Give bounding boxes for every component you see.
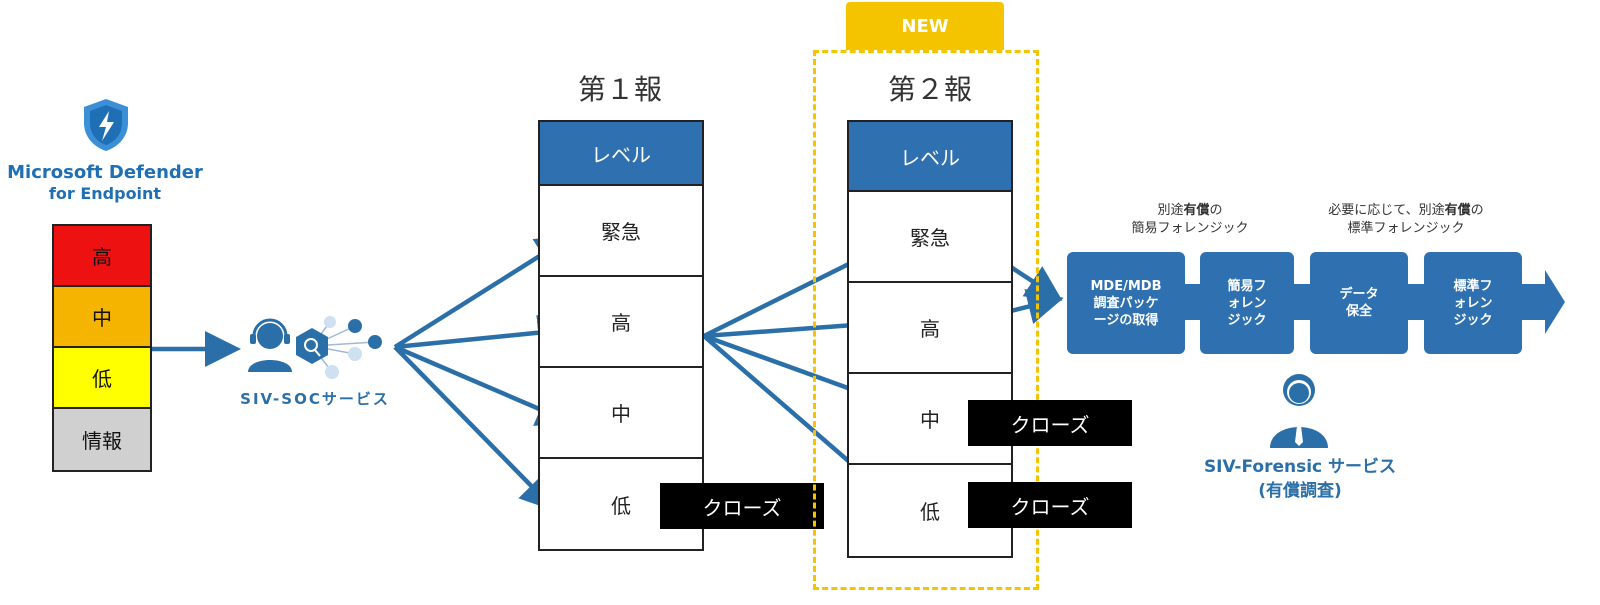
severity-label: 情報 bbox=[82, 429, 122, 453]
soc-operator-icon bbox=[248, 316, 382, 379]
forensic-step-standard: 標準フォレンジック bbox=[1424, 252, 1522, 354]
note-line2: 簡易フォレンジック bbox=[1131, 221, 1249, 236]
note-text: 必要に応じて、別途 bbox=[1328, 203, 1445, 218]
defender-title-line2: for Endpoint bbox=[48, 184, 162, 203]
step-line: ォレン bbox=[1453, 295, 1493, 311]
forensic-step-preserve: データ保全 bbox=[1310, 252, 1408, 354]
report2-row-high: 高 bbox=[849, 283, 1011, 374]
step-line: 標準フ bbox=[1453, 278, 1493, 294]
report1-header: レベル bbox=[540, 122, 702, 186]
report2-row-low: 低 bbox=[920, 500, 940, 524]
step-line: ジック bbox=[1227, 312, 1267, 328]
note-bold: 有償 bbox=[1444, 203, 1471, 218]
severity-info: 情報 bbox=[54, 409, 150, 470]
forensic-note-simple: 別途有償の 簡易フォレンジック bbox=[1090, 202, 1290, 238]
new-dashed-frame bbox=[813, 50, 1039, 590]
step-line: 簡易フ bbox=[1227, 278, 1267, 294]
step-line: ォレン bbox=[1227, 295, 1267, 311]
step-line: 保全 bbox=[1345, 304, 1372, 319]
report1-row-urgent: 緊急 bbox=[540, 186, 702, 277]
defender-title-line1: Microsoft Defender bbox=[7, 162, 203, 183]
report1-title: 第１報 bbox=[577, 73, 662, 106]
new-badge: NEW bbox=[846, 2, 1004, 50]
note-text: 別途 bbox=[1157, 203, 1184, 218]
analyst-person-icon bbox=[1270, 374, 1328, 448]
forensic-step-simple: 簡易フォレンジック bbox=[1200, 252, 1294, 354]
soc-service-label: SIV-SOCサービス bbox=[240, 390, 390, 408]
report2-close-box-low: クローズ bbox=[968, 482, 1132, 528]
severity-low: 低 bbox=[54, 348, 150, 409]
report1-close-box: クローズ bbox=[660, 483, 824, 529]
severity-label: 高 bbox=[92, 245, 112, 269]
step-line: 調査パッケ bbox=[1093, 295, 1159, 311]
arrow-soc-to-r1-low bbox=[393, 345, 557, 512]
report1-row-high: 高 bbox=[540, 277, 702, 368]
forensic-service-line2: (有償調査) bbox=[1258, 481, 1342, 501]
forensic-note-standard: 必要に応じて、別途有償の 標準フォレンジック bbox=[1306, 202, 1506, 238]
forensic-service-line1: SIV-Forensic サービス bbox=[1203, 457, 1397, 477]
report2-row-mid: 中 bbox=[849, 374, 1011, 465]
report2-row-urgent: 緊急 bbox=[849, 192, 1011, 283]
step-line: MDE/MDB bbox=[1090, 278, 1162, 294]
note-text: の bbox=[1470, 203, 1484, 218]
step-line: ジック bbox=[1453, 312, 1493, 328]
step-line: ージの取得 bbox=[1093, 312, 1159, 328]
severity-medium: 中 bbox=[54, 287, 150, 348]
step-line: データ bbox=[1339, 287, 1379, 302]
report2-header: レベル bbox=[849, 122, 1011, 192]
note-text: の bbox=[1209, 203, 1223, 218]
report1-row-low: 低 bbox=[611, 494, 631, 518]
defender-title: Microsoft Defender for Endpoint bbox=[0, 162, 210, 204]
forensic-service-label: SIV-Forensic サービス (有償調査) bbox=[1170, 455, 1430, 503]
severity-high: 高 bbox=[54, 226, 150, 287]
report2-close-box-mid: クローズ bbox=[968, 400, 1132, 446]
note-bold: 有償 bbox=[1183, 203, 1210, 218]
severity-label: 中 bbox=[92, 306, 112, 330]
defender-shield-icon bbox=[84, 99, 128, 151]
report1-row-mid: 中 bbox=[540, 368, 702, 459]
severity-stack: 高 中 低 情報 bbox=[52, 224, 152, 472]
report1-table: レベル 緊急 高 中 低 bbox=[538, 120, 704, 551]
note-line2: 標準フォレンジック bbox=[1347, 221, 1465, 236]
report2-title: 第２報 bbox=[887, 73, 972, 106]
severity-label: 低 bbox=[92, 367, 112, 391]
